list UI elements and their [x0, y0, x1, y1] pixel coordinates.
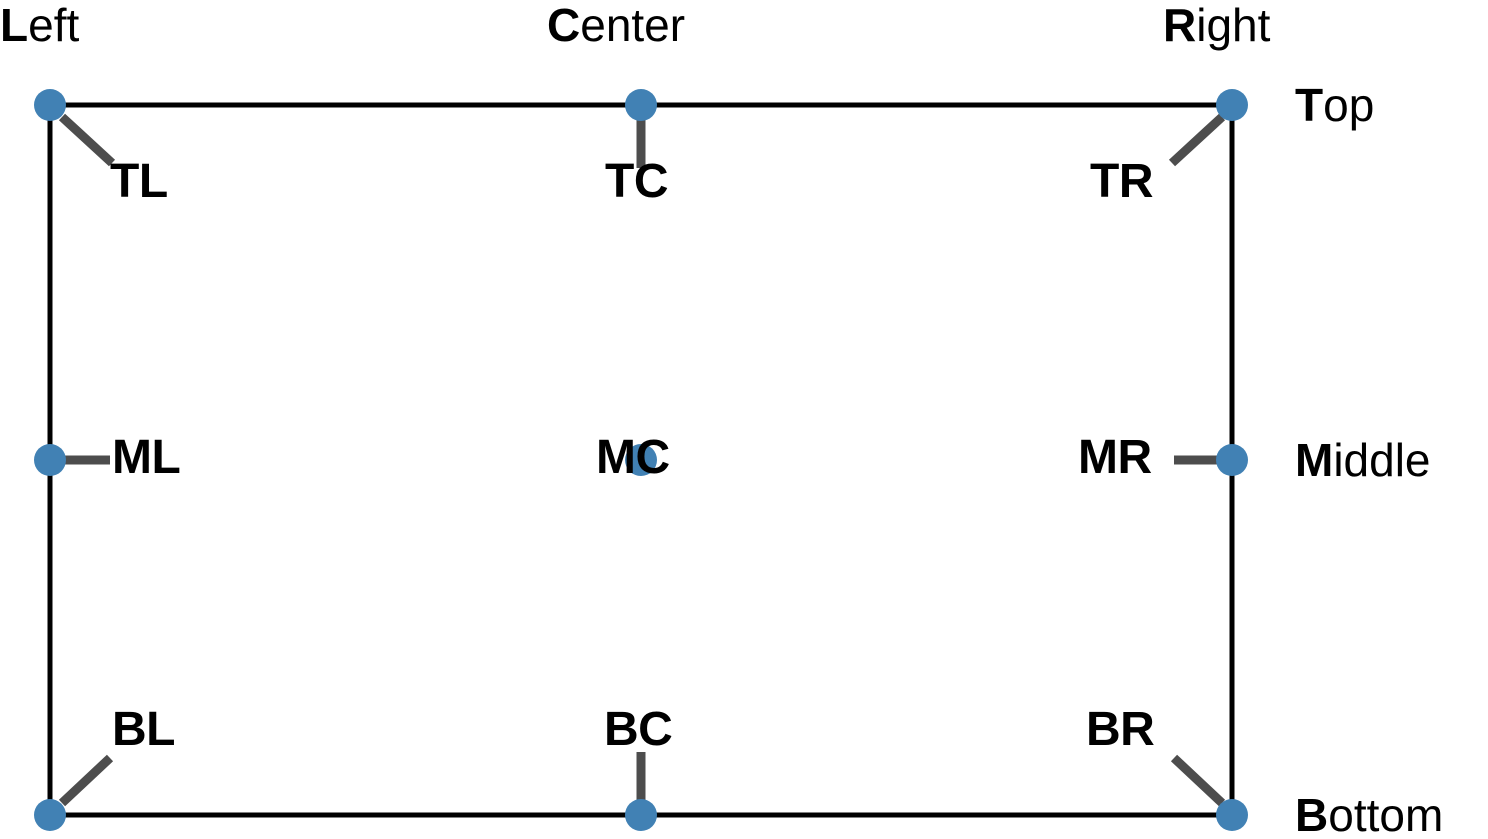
- anchor-label-br: BR: [1086, 703, 1155, 756]
- edge-label-initial-top: T: [1295, 79, 1324, 131]
- anchor-dots: [34, 89, 1248, 831]
- anchor-dot-tc[interactable]: [625, 89, 657, 121]
- leader-line-bl: [58, 754, 114, 807]
- anchor-dot-bc[interactable]: [625, 799, 657, 831]
- anchor-label-tl: TL: [110, 155, 168, 208]
- edge-label-initial-bottom: B: [1295, 789, 1329, 839]
- edge-label-rest-center: enter: [580, 0, 686, 51]
- edge-label-right: Right: [1163, 2, 1270, 48]
- anchor-label-ml: ML: [112, 431, 181, 484]
- edge-label-middle: Middle: [1295, 437, 1431, 483]
- anchor-label-mc: MC: [596, 431, 670, 484]
- anchor-label-tc: TC: [605, 155, 668, 208]
- anchor-dot-tr[interactable]: [1216, 89, 1248, 121]
- edge-label-left: Left: [0, 2, 79, 48]
- edge-label-initial-middle: M: [1295, 434, 1334, 486]
- leader-lines: [58, 112, 1226, 808]
- edge-label-initial-right: R: [1163, 0, 1197, 51]
- edge-label-initial-center: C: [547, 0, 581, 51]
- anchor-dot-bl[interactable]: [34, 799, 66, 831]
- edge-label-initial-left: L: [0, 0, 29, 51]
- edge-label-top: Top: [1295, 82, 1374, 128]
- anchor-dot-mc[interactable]: [625, 444, 657, 476]
- edge-label-rest-middle: iddle: [1333, 434, 1431, 486]
- anchor-label-tr: TR: [1090, 155, 1153, 208]
- anchor-label-bl: BL: [112, 703, 175, 756]
- anchor-dot-mr[interactable]: [1216, 444, 1248, 476]
- edge-label-rest-bottom: ottom: [1328, 789, 1444, 839]
- edge-label-rest-left: eft: [28, 0, 80, 51]
- edge-label-rest-top: op: [1323, 79, 1375, 131]
- anchor-dot-tl[interactable]: [34, 89, 66, 121]
- anchor-label-mr: MR: [1078, 431, 1152, 484]
- anchor-dot-br[interactable]: [1216, 799, 1248, 831]
- leader-line-tr: [1168, 113, 1226, 167]
- edge-label-bottom: Bottom: [1295, 792, 1443, 838]
- anchor-label-bc: BC: [604, 703, 673, 756]
- leader-line-br: [1170, 754, 1226, 807]
- edge-label-rest-right: ight: [1196, 0, 1271, 51]
- edge-label-center: Center: [547, 2, 685, 48]
- anchor-dot-ml[interactable]: [34, 444, 66, 476]
- leader-line-tl: [58, 113, 116, 167]
